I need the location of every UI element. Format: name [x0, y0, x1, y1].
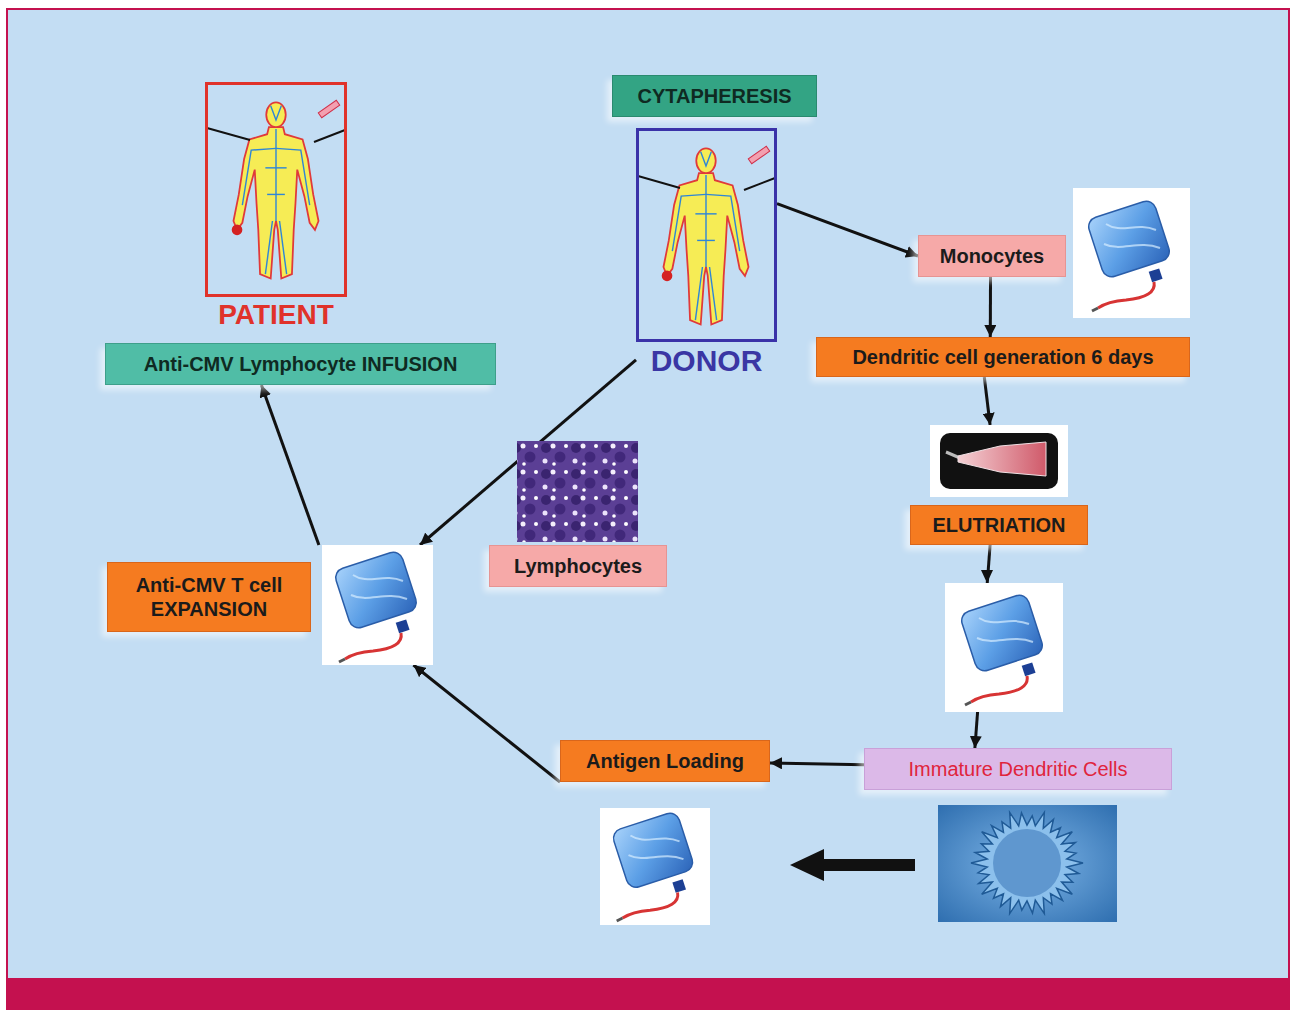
illustration-part	[232, 102, 319, 278]
box-label: Anti-CMV T cell EXPANSION	[118, 573, 300, 621]
elutriation-chamber	[930, 425, 1068, 497]
illustration-part	[322, 545, 433, 665]
patient-box: PATIENT	[205, 82, 347, 335]
figure-heading: PATIENT	[218, 299, 334, 331]
cell-label: Monocytes	[918, 235, 1066, 277]
illustration-part	[611, 811, 695, 921]
box-label: Antigen Loading	[586, 750, 744, 773]
illustration-part	[790, 849, 824, 881]
illustration-part	[207, 128, 250, 140]
box-label: ELUTRIATION	[933, 513, 1066, 537]
blood-bag	[322, 545, 433, 665]
flow-arrow	[261, 385, 319, 545]
process-step: Anti-CMV T cell EXPANSION	[107, 545, 433, 665]
illustration-part	[1086, 199, 1172, 311]
illustration-part	[959, 593, 1045, 705]
illustration-part	[938, 805, 1117, 922]
process-box: Dendritic cell generation 6 days	[816, 337, 1190, 377]
cell-body	[993, 829, 1061, 897]
dendritic-cell-micrograph	[938, 805, 1117, 922]
blood-bag	[945, 583, 1063, 712]
illustration-part	[314, 130, 345, 142]
flow-arrow	[777, 204, 918, 256]
box-label: Monocytes	[940, 245, 1044, 268]
flow-arrow	[989, 277, 992, 337]
blood-bag	[1073, 188, 1190, 318]
illustration-part	[638, 176, 680, 188]
illustration-part	[600, 808, 710, 925]
process-box: Antigen Loading	[560, 740, 770, 782]
process-step: ELUTRIATION	[910, 425, 1088, 545]
illustration-part	[748, 146, 769, 164]
process-box: Anti-CMV Lymphocyte INFUSION	[105, 343, 496, 385]
illustration-part	[318, 100, 339, 118]
figure-heading: DONOR	[651, 344, 763, 378]
illustration-part	[940, 433, 1058, 489]
dendritic-cell	[971, 812, 1083, 913]
flow-arrow	[984, 377, 990, 425]
illustration-part	[744, 178, 775, 190]
figure-frame	[636, 128, 777, 342]
illustration-part	[662, 148, 749, 324]
illustration-part	[958, 442, 1046, 476]
illustration-part	[945, 583, 1063, 712]
arrow-head	[981, 570, 993, 583]
flow-arrow	[770, 763, 864, 765]
illustration-part	[930, 425, 1068, 497]
transfer-arrow	[790, 849, 915, 881]
lymphocyte-micrograph	[517, 441, 638, 542]
figure-frame	[205, 82, 347, 297]
illustration-part	[333, 550, 419, 662]
step-label: Anti-CMV T cell EXPANSION	[107, 562, 311, 632]
step-label: ELUTRIATION	[910, 505, 1088, 545]
box-label: Anti-CMV Lymphocyte INFUSION	[144, 353, 458, 376]
box-label: Dendritic cell generation 6 days	[852, 346, 1153, 369]
patient-figure	[207, 100, 345, 278]
donor-box: DONOR	[636, 128, 777, 380]
cell-label: Lymphocytes	[489, 545, 667, 587]
donor-figure	[638, 146, 775, 324]
blood-bag	[600, 808, 710, 925]
box-label: Lymphocytes	[514, 555, 642, 578]
cell-label: Immature Dendritic Cells	[864, 748, 1172, 790]
flow-arrow	[413, 665, 560, 782]
process-box: CYTAPHERESIS	[612, 75, 817, 117]
illustration-part	[1073, 188, 1190, 318]
bottom-band	[6, 978, 1290, 1010]
box-label: Immature Dendritic Cells	[909, 758, 1128, 781]
box-label: CYTAPHERESIS	[637, 85, 791, 108]
illustration-part	[820, 859, 915, 871]
